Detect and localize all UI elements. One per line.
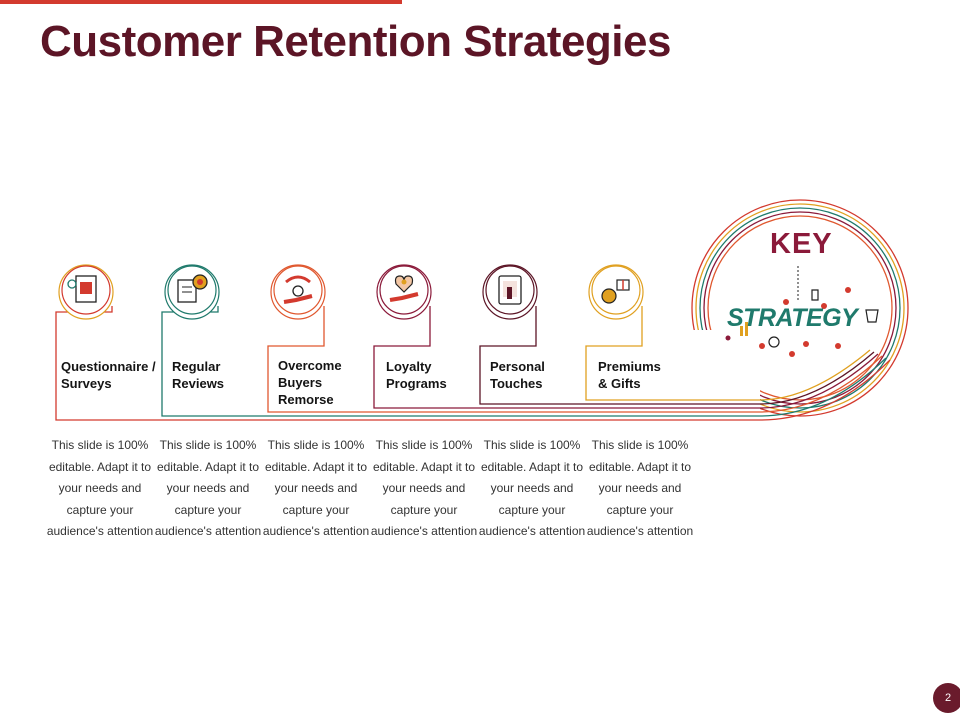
step-description: This slide is 100% editable. Adapt it to… [370, 438, 478, 539]
step-icon-magnifier-document [164, 264, 220, 320]
page-number-badge: 2 [933, 683, 960, 713]
step-icon-tablet-touch [482, 264, 538, 320]
step-description: This slide is 100% editable. Adapt it to… [154, 438, 262, 539]
step-label-regular-reviews: Regular Reviews [172, 359, 225, 391]
step-icon-heart-hand [376, 264, 432, 320]
step-label-questionnaire: Questionnaire / Surveys [61, 359, 156, 391]
step-description: This slide is 100% editable. Adapt it to… [586, 438, 694, 539]
top-accent-bar [0, 0, 402, 4]
step-label-personal-touches: Personal Touches [490, 359, 545, 391]
step-icon-clipboard [58, 264, 114, 320]
key-rings [691, 199, 909, 417]
step-description: This slide is 100% editable. Adapt it to… [262, 438, 370, 539]
step-description: This slide is 100% editable. Adapt it to… [478, 438, 586, 539]
step-icon-coin-gift [588, 264, 644, 320]
strategy-word: STRATEGY [727, 304, 858, 332]
key-label: KEY [770, 228, 833, 260]
step-description: This slide is 100% editable. Adapt it to… [46, 438, 154, 539]
strategy-key-icon [725, 266, 879, 357]
connector-lines [55, 306, 891, 421]
step-label-premiums: Premiums & Gifts [598, 359, 661, 391]
step-icon-hand-money [270, 264, 326, 320]
step-label-buyers-remorse: Overcome Buyers Remorse [278, 358, 342, 407]
page-title: Customer Retention Strategies [40, 17, 671, 66]
step-label-loyalty: Loyalty Programs [386, 359, 447, 391]
